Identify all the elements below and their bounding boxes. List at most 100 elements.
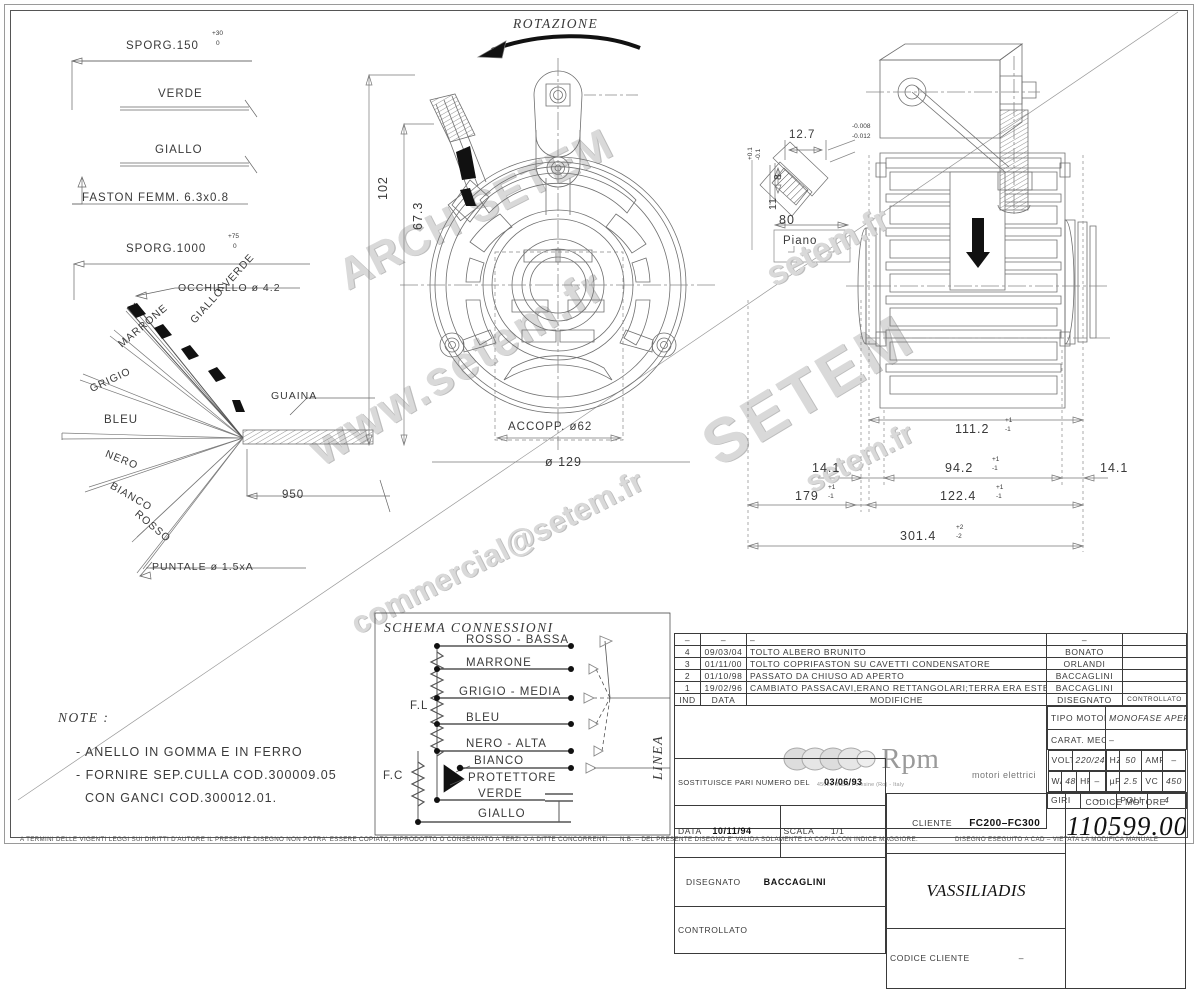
rev-text: – [746,633,1047,646]
rpm-logo-text: Rpm [881,743,940,775]
tipo-motore-value: MONOFASE APERTO [1105,706,1187,730]
dim-301-4-td: -2 [956,533,962,540]
disegnato-label: DISEGNATO [686,877,741,888]
volt-label: VOLT [1047,750,1073,771]
codice-motore-value: 110599.00 [1066,811,1186,841]
carat-meccaniche-label: CARAT. MECCANICHE [1046,729,1107,750]
schema-row-rosso: ROSSO - BASSA [466,634,570,646]
amp-label: AMP. [1141,750,1163,771]
sporg1000-label: SPORG.1000 [126,243,207,255]
rev-by: BACCAGLINI [1046,669,1123,682]
tipo-motore-label: TIPO MOTORE [1046,706,1107,730]
len950-label: 950 [282,489,305,501]
cliente-value: FC200–FC300 [969,818,1041,830]
footer-right-b: DISEGNO ESEGUITO A CAD – VIETATA LA MODI… [955,836,1159,843]
sheet-border-outer [4,4,1194,844]
rev-date: 09/03/04 [700,645,747,658]
data-value: 10/11/94 [712,826,752,837]
puntale-label: PUNTALE ø 1.5xA [152,561,254,573]
cliente-label: CLIENTE [912,818,953,829]
rev-head-modifiche: MODIFICHE [746,693,1047,706]
table-row: – – – – [674,633,1187,646]
rev-chk [1122,633,1187,646]
dim-111-2-tu: +1 [1005,417,1013,424]
piano-label: Piano [783,235,818,247]
hz-label: HZ [1105,750,1121,771]
faston-label: FASTON FEMM. 6.3x0.8 [82,192,229,204]
carat-meccaniche-value: – [1105,729,1187,750]
sporg150-tol-dn: 0 [216,40,220,47]
dim-179: 179 [795,489,819,503]
controllato-label: CONTROLLATO [678,925,748,936]
footer-left: A TERMINI DELLE VIGENTI LEGGI SUI DIRITT… [20,836,611,843]
watt-label: WATT [1047,770,1063,792]
drawing-sheet: www.setem.fr ARCH SETEM commercial@setem… [4,4,1194,989]
volt-value: 220/240 [1071,750,1106,771]
data-label: DATA [678,826,702,837]
codice-motore-label: CODICE MOTORE [1085,797,1166,807]
key-tol-a: +0.1 [747,147,754,160]
rev-ind: 2 [674,669,701,682]
dim-14-1-left: 14.1 [812,461,841,475]
footer-right-a: N.B. – DEL PRESENTE DISEGNO E' VALIDA SO… [620,836,919,843]
dim-14-1-right: 14.1 [1100,461,1129,475]
dim-301-4: 301.4 [900,529,937,543]
cliente-name: VASSILIADIS [926,880,1026,900]
schema-title: SCHEMA CONNESSIONI [384,620,554,635]
dim-179-td: -1 [828,493,834,500]
hz-value: 50 [1119,750,1143,771]
dim-94-2: 94.2 [945,461,974,475]
piano-80: 80 [779,213,795,227]
vc-value: 450 [1161,770,1186,792]
giallo-label: GIALLO [155,144,203,156]
dim-179-tu: +1 [828,484,836,491]
sporg1000-tol-dn: 0 [233,243,237,250]
schema-row-giallo: GIALLO [478,808,526,820]
sporg1000-tol-up: +75 [228,233,240,240]
key-8: 8 [772,173,784,180]
rev-text: PASSATO DA CHIUSO AD APERTO [746,669,1047,682]
shaft-tol-up: -0.008 [852,123,871,130]
table-row: 3 01/11/00 TOLTO COPRIFASTON SU CAVETTI … [674,657,1187,670]
dim-122-4-tu: +1 [996,484,1004,491]
rev-chk [1122,681,1187,694]
schema-row-bianco: BIANCO [474,755,525,767]
occhiello-label: OCCHIELLO ø 4.2 [178,282,281,294]
sostituisce-label: SOSTITUISCE PARI NUMERO DEL [678,777,810,787]
note-line-3: CON GANCI COD.300012.01. [76,791,278,805]
amp-value: – [1161,750,1186,771]
codice-cliente-value: – [1018,953,1025,964]
codice-cliente-label: CODICE CLIENTE [890,953,970,964]
hp-value: – [1088,770,1106,792]
vc-label: VC [1141,770,1163,792]
shaft-12-7: 12.7 [789,129,816,141]
schema-row-marrone: MARRONE [466,657,532,669]
rev-text: CAMBIATO PASSACAVI,ERANO RETTANGOLARI;TE… [746,681,1047,694]
dim-301-4-tu: +2 [956,524,964,531]
scala-label: SCALA [783,826,814,837]
note-line-1: - ANELLO IN GOMMA E IN FERRO [76,745,303,759]
schema-row-verde: VERDE [478,788,523,800]
schema-linea-label: LINEA [650,734,665,780]
sporg150-tol-up: +30 [212,30,224,37]
rpm-logo-subtitle: motori elettrici [971,770,1036,780]
hp-label: HP [1076,770,1090,792]
verde-label: VERDE [158,88,203,100]
rotation-label: ROTAZIONE [513,16,599,31]
rev-date: – [700,633,747,646]
sheet-border-inner [10,10,1188,838]
rev-ind: – [674,633,701,646]
rev-by: ORLANDI [1046,657,1123,670]
schema-row-grigio: GRIGIO - MEDIA [459,686,562,698]
rev-date: 01/11/00 [700,657,747,670]
rev-by: BONATO [1046,645,1123,658]
dim-111-2-td: -1 [1005,426,1011,433]
table-row: 1 19/02/96 CAMBIATO PASSACAVI,ERANO RETT… [674,681,1187,694]
schema-fc-label: F.C [383,770,404,782]
title-block: – – – – 4 09/03/04 TOLTO ALBERO BRUNITO … [674,633,1187,989]
table-row: 2 01/10/98 PASSATO DA CHIUSO AD APERTO B… [674,669,1187,682]
rev-text: TOLTO COPRIFASTON SU CAVETTI CONDENSATOR… [746,657,1047,670]
wire-label-bleu: BLEU [104,414,139,426]
schema-fl-label: F.L [410,700,429,712]
scala-value: 1/1 [830,826,845,837]
